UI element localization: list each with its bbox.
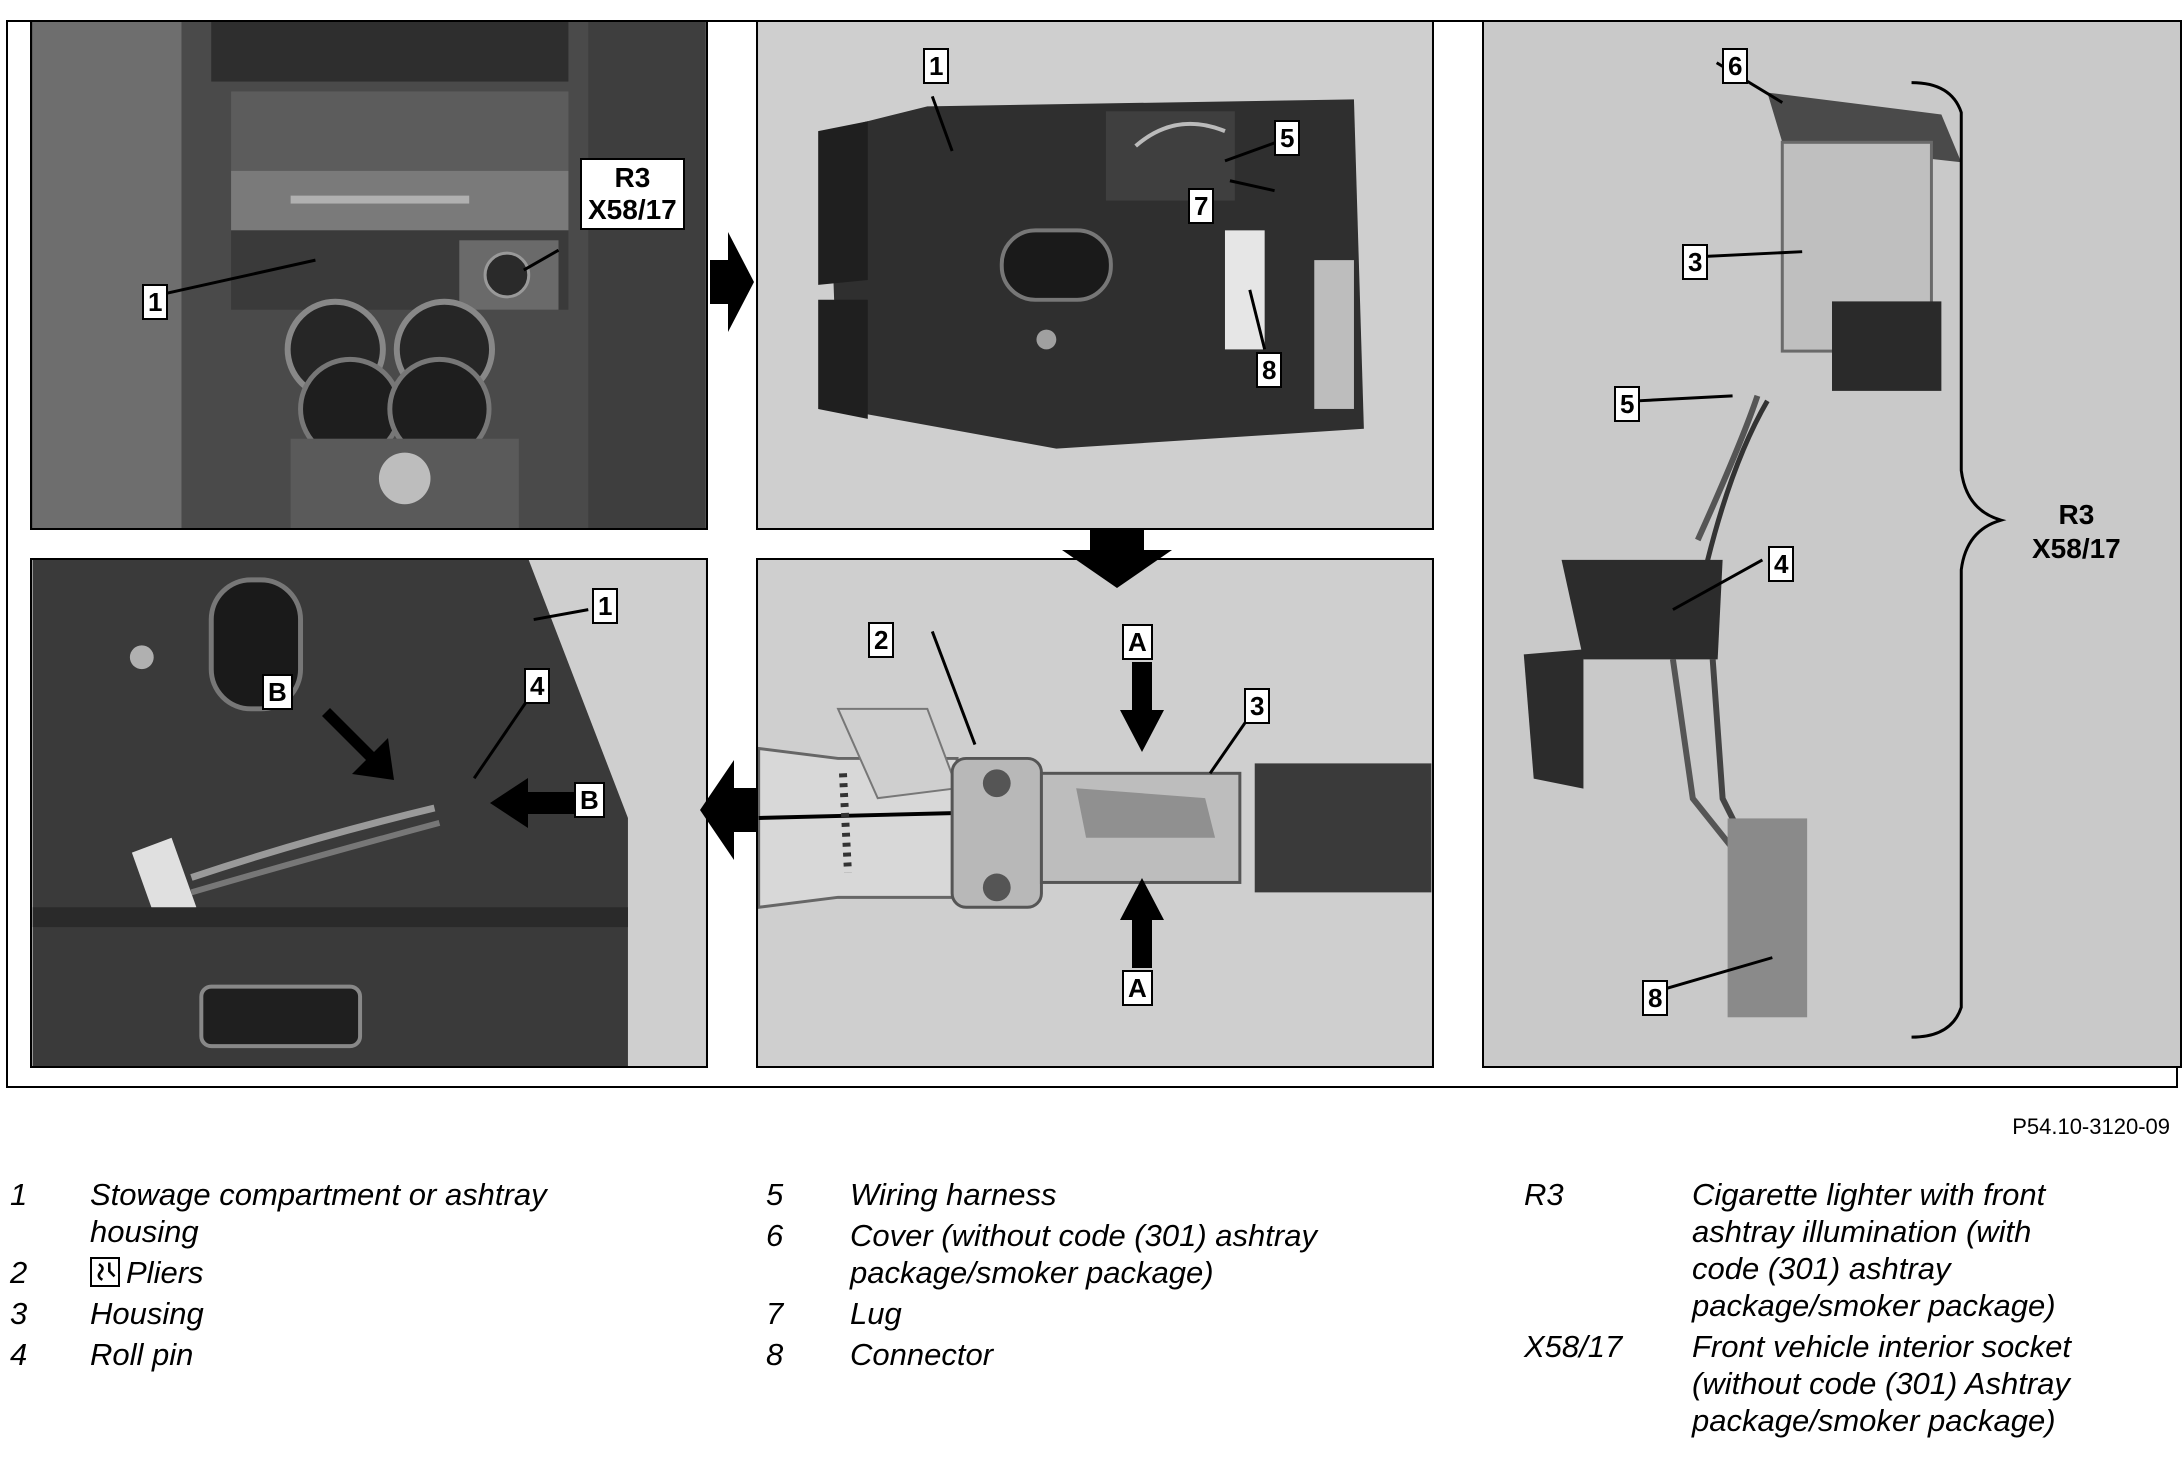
flow-arrow-left [700, 760, 756, 860]
legend-text: Pliers [126, 1255, 204, 1290]
figure-code: P54.10-3120-09 [2012, 1114, 2170, 1139]
callout-4: 4 [524, 668, 551, 704]
legend-item: 3 Housing [10, 1295, 660, 1332]
callout-2: 2 [868, 622, 895, 658]
panel-console-overview: 1 R3 X58/17 [30, 20, 708, 530]
legend-item: 6 Cover (without code (301) ashtray pack… [766, 1217, 1406, 1291]
callout-5: 5 [1274, 120, 1301, 156]
legend-item: 5 Wiring harness [766, 1176, 1406, 1213]
group-label-x58-17: X58/17 [2032, 533, 2121, 564]
legend-text: Lug [850, 1296, 902, 1331]
panel-housing-removed: 1 5 7 8 [756, 20, 1434, 530]
callout-1: 1 [923, 48, 950, 84]
direction-arrow-b-2 [490, 778, 576, 828]
legend-item: 7 Lug [766, 1295, 1406, 1332]
callout-a: A [1122, 970, 1153, 1006]
callout-r3: R3 [614, 162, 651, 193]
callout-x58-17: X58/17 [588, 194, 677, 225]
legend-item: 4 Roll pin [10, 1336, 660, 1373]
legend-text: Stowage compartment or ashtray housing [90, 1177, 547, 1249]
legend-item: X58/17 Front vehicle interior socket (wi… [1524, 1328, 2104, 1439]
legend-item: 8 Connector [766, 1336, 1406, 1373]
legend-text: Wiring harness [850, 1177, 1057, 1212]
legend-text: Roll pin [90, 1337, 194, 1372]
legend-key: 5 [766, 1177, 784, 1212]
callout-8: 8 [1642, 980, 1669, 1016]
roll-pin-photo [32, 560, 706, 1066]
group-label-r3-x58-17: R3 X58/17 [2032, 498, 2121, 566]
pliers-tool-icon [90, 1257, 120, 1287]
legend-key: R3 [1524, 1177, 1564, 1212]
panel-lighter-assembly: 6 3 5 4 8 R3 X58/17 [1482, 20, 2182, 1068]
housing-photo [758, 22, 1432, 528]
console-photo [32, 22, 706, 528]
lighter-assembly-photo [1484, 22, 2180, 1066]
callout-7: 7 [1188, 188, 1215, 224]
legend-item: 2 Pliers [10, 1254, 660, 1291]
direction-arrow-b-1 [322, 708, 394, 780]
pliers-photo [758, 560, 1432, 1066]
legend-key: 1 [10, 1177, 28, 1212]
legend-key: X58/17 [1524, 1329, 1623, 1364]
legend-key: 2 [10, 1255, 28, 1290]
legend-key: 8 [766, 1337, 784, 1372]
callout-5: 5 [1614, 386, 1641, 422]
callout-1: 1 [592, 588, 619, 624]
legend-column-3: R3 Cigarette lighter with front ashtray … [1524, 1176, 2104, 1443]
legend-key: 6 [766, 1218, 784, 1253]
callout-8: 8 [1256, 352, 1283, 388]
legend-text: Front vehicle interior socket (without c… [1692, 1329, 2072, 1438]
group-label-r3: R3 [2058, 499, 2095, 530]
callout-4: 4 [1768, 546, 1795, 582]
legend-item: 1 Stowage compartment or ashtray housing [10, 1176, 660, 1250]
legend-text: Connector [850, 1337, 994, 1372]
legend-column-2: 5 Wiring harness 6 Cover (without code (… [766, 1176, 1406, 1377]
legend-key: 7 [766, 1296, 784, 1331]
callout-3: 3 [1682, 244, 1709, 280]
callout-6: 6 [1722, 48, 1749, 84]
direction-arrow-a-bottom [1120, 878, 1164, 968]
flow-arrow-down [1062, 530, 1172, 588]
legend-column-1: 1 Stowage compartment or ashtray housing… [10, 1176, 660, 1377]
legend-text: Housing [90, 1296, 204, 1331]
callout-1: 1 [142, 284, 169, 320]
callout-b: B [574, 782, 605, 818]
direction-arrow-a-top [1120, 662, 1164, 752]
callout-a: A [1122, 624, 1153, 660]
callout-3: 3 [1244, 688, 1271, 724]
legend-item: R3 Cigarette lighter with front ashtray … [1524, 1176, 2104, 1324]
panel-pliers: 2 A 3 A [756, 558, 1434, 1068]
callout-r3-x58-17: R3 X58/17 [580, 158, 685, 230]
panel-roll-pin: 1 4 B B [30, 558, 708, 1068]
legend-key: 3 [10, 1296, 28, 1331]
flow-arrow-right [710, 232, 754, 332]
legend-text: Cigarette lighter with front ashtray ill… [1692, 1177, 2056, 1323]
callout-b: B [262, 674, 293, 710]
legend-key: 4 [10, 1337, 28, 1372]
legend-text: Cover (without code (301) ashtray packag… [850, 1218, 1317, 1290]
